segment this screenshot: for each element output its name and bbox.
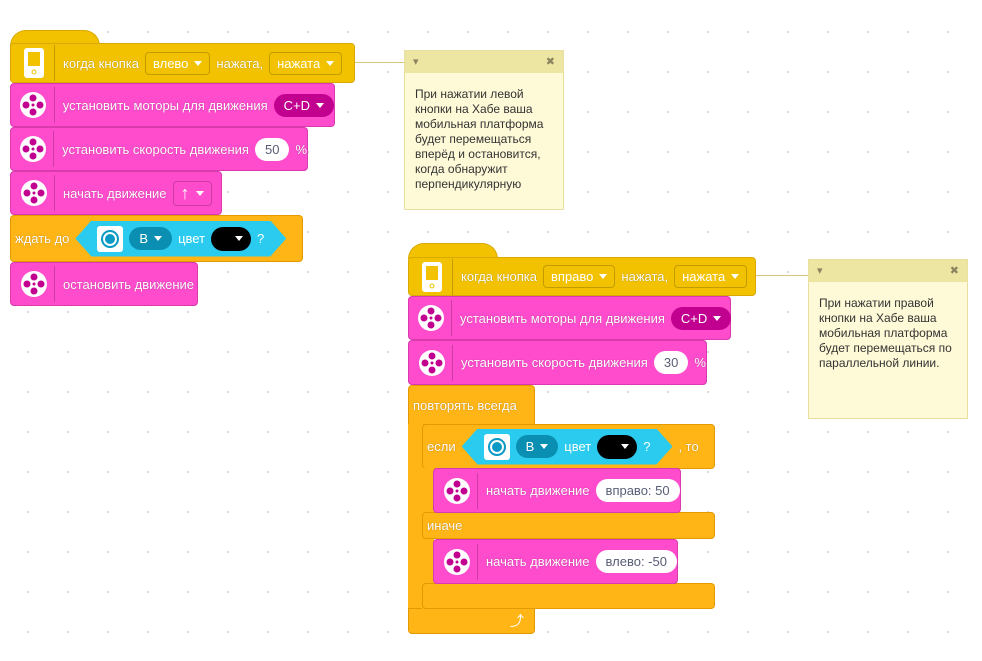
- if-footer: [422, 583, 715, 609]
- color-label: цвет: [178, 231, 206, 246]
- motor-icon: [19, 175, 55, 211]
- color-sensor-condition[interactable]: B цвет ?: [462, 429, 673, 465]
- block-label: остановить движение: [63, 276, 195, 292]
- forever-footer: ⤴: [408, 608, 535, 634]
- block-label: когда кнопка: [63, 55, 139, 71]
- motor-icon: [417, 344, 453, 381]
- motor-pair-dropdown[interactable]: C+D: [670, 306, 732, 330]
- start-moving-steer-block[interactable]: начать движение вправо: 50: [433, 468, 681, 513]
- port-dropdown[interactable]: B: [516, 435, 559, 458]
- button-dropdown[interactable]: влево: [145, 51, 211, 75]
- block-label: когда кнопка: [461, 269, 537, 284]
- color-dropdown[interactable]: [597, 435, 637, 459]
- hub-icon: [19, 45, 55, 81]
- motor-icon: [417, 300, 452, 336]
- block-label: установить скорость движения: [461, 355, 648, 370]
- block-label: ждать до: [15, 231, 70, 246]
- comment-note-1[interactable]: ▾ ✖ При нажатии левой кнопки на Хабе ваша…: [404, 50, 564, 210]
- block-label: установить скорость движения: [62, 141, 249, 157]
- block-label: начать движение: [486, 483, 590, 498]
- close-icon[interactable]: ✖: [545, 55, 555, 68]
- steering-input[interactable]: вправо: 50: [595, 479, 680, 502]
- comment-link-2: [756, 275, 808, 276]
- block-label: начать движение: [63, 185, 167, 201]
- close-icon[interactable]: ✖: [949, 264, 959, 277]
- color-sensor-icon: [97, 226, 123, 252]
- block-label: установить моторы для движения: [62, 97, 268, 113]
- collapse-icon[interactable]: ▾: [413, 55, 419, 68]
- wait-until-block[interactable]: ждать до B цвет ?: [10, 215, 303, 262]
- when-button-pressed-block[interactable]: когда кнопка влево нажата, нажата: [10, 43, 355, 83]
- question-mark: ?: [257, 231, 265, 246]
- when-button-pressed-block[interactable]: когда кнопка вправо нажата, нажата: [408, 257, 756, 296]
- speed-input[interactable]: 30: [653, 351, 689, 374]
- comment-text[interactable]: При нажатии левой кнопки на Хабе ваша мо…: [415, 87, 544, 191]
- block-label: если: [427, 439, 456, 454]
- if-header[interactable]: если B цвет ? , то: [422, 424, 715, 469]
- steering-input[interactable]: влево: -50: [595, 550, 677, 573]
- start-moving-steer-block[interactable]: начать движение влево: -50: [433, 539, 678, 584]
- comment-text[interactable]: При нажатии правой кнопки на Хабе ваша м…: [819, 296, 952, 370]
- motor-icon: [442, 472, 478, 509]
- color-label: цвет: [564, 439, 592, 454]
- block-label: начать движение: [486, 554, 590, 569]
- start-moving-block[interactable]: начать движение ↑: [10, 171, 222, 215]
- loop-arrow-icon: ⤴: [510, 613, 524, 629]
- unit-label: %: [694, 355, 706, 370]
- button-dropdown[interactable]: вправо: [543, 265, 616, 288]
- comment-link-1: [355, 62, 405, 63]
- direction-dropdown[interactable]: ↑: [172, 180, 212, 206]
- if-arm: [422, 468, 434, 610]
- state-dropdown[interactable]: нажата: [269, 51, 343, 75]
- block-label: установить моторы для движения: [460, 310, 665, 326]
- collapse-icon[interactable]: ▾: [817, 264, 823, 277]
- block-label: нажата,: [621, 269, 669, 284]
- comment-note-2[interactable]: ▾ ✖ При нажатии правой кнопки на Хабе ваш…: [808, 259, 968, 419]
- color-sensor-icon: [484, 434, 510, 460]
- stop-moving-block[interactable]: остановить движение: [10, 262, 198, 306]
- set-movement-motors-block[interactable]: установить моторы для движения C+D: [10, 83, 335, 127]
- question-mark: ?: [643, 439, 651, 454]
- forever-header[interactable]: повторять всегда: [408, 385, 535, 425]
- motor-icon: [19, 131, 55, 167]
- set-movement-motors-block[interactable]: установить моторы для движения C+D: [408, 296, 732, 340]
- motor-icon: [19, 87, 55, 123]
- color-dropdown[interactable]: [211, 227, 251, 251]
- else-label: иначе: [427, 518, 463, 533]
- else-bar: иначе: [422, 512, 715, 539]
- block-label: повторять всегда: [413, 398, 517, 413]
- port-dropdown[interactable]: B: [129, 227, 172, 250]
- set-speed-block[interactable]: установить скорость движения 30 %: [408, 340, 707, 385]
- block-label: нажата,: [216, 55, 264, 71]
- state-dropdown[interactable]: нажата: [674, 265, 748, 288]
- motor-pair-dropdown[interactable]: C+D: [273, 93, 334, 117]
- color-sensor-condition[interactable]: B цвет ?: [75, 221, 286, 257]
- motor-icon: [19, 266, 55, 302]
- unit-label: %: [295, 141, 307, 157]
- speed-input[interactable]: 50: [254, 137, 290, 161]
- then-label: , то: [678, 439, 699, 454]
- hub-icon: [417, 258, 453, 295]
- forever-arm: [408, 424, 423, 610]
- motor-icon: [442, 543, 478, 580]
- set-speed-block[interactable]: установить скорость движения 50 %: [10, 127, 308, 171]
